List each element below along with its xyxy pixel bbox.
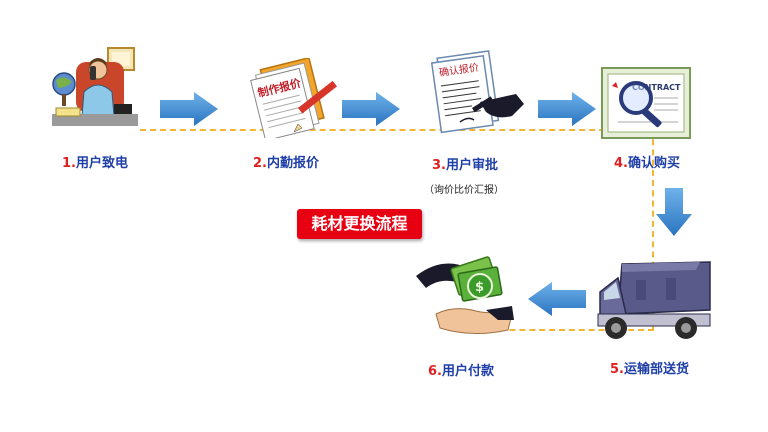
contract-magnifier-icon: CONTRACT bbox=[598, 64, 696, 142]
arrow-right-3 bbox=[538, 92, 596, 126]
step-6-label: 6.用户付款 bbox=[428, 364, 494, 379]
flow-line-bottom bbox=[470, 329, 654, 331]
quote-document-icon: 制作报价 bbox=[238, 58, 338, 138]
phone-call-icon bbox=[50, 44, 140, 134]
arrow-right-1 bbox=[160, 92, 218, 126]
arrow-left bbox=[528, 282, 586, 316]
arrow-down bbox=[656, 188, 692, 236]
contract-word: CONTRACT bbox=[632, 83, 681, 92]
step-3-label: 3.用户审批 bbox=[432, 158, 498, 173]
delivery-truck-icon bbox=[596, 258, 712, 344]
money-payment-icon: $ bbox=[412, 254, 516, 340]
step-1-label: 1.用户致电 bbox=[62, 156, 128, 171]
sign-document-icon: 确认报价 bbox=[420, 46, 530, 136]
step-2-label: 2.内勤报价 bbox=[253, 156, 319, 171]
flow-line-top bbox=[140, 129, 655, 131]
step-4-label: 4.确认购买 bbox=[614, 156, 680, 171]
svg-text:$: $ bbox=[475, 280, 484, 295]
step-5-label: 5.运输部送货 bbox=[610, 362, 689, 377]
flow-line-right bbox=[652, 129, 654, 329]
arrow-right-2 bbox=[342, 92, 400, 126]
process-title: 耗材更换流程 bbox=[297, 209, 422, 239]
step-3-note: （询价比价汇报） bbox=[424, 185, 504, 196]
